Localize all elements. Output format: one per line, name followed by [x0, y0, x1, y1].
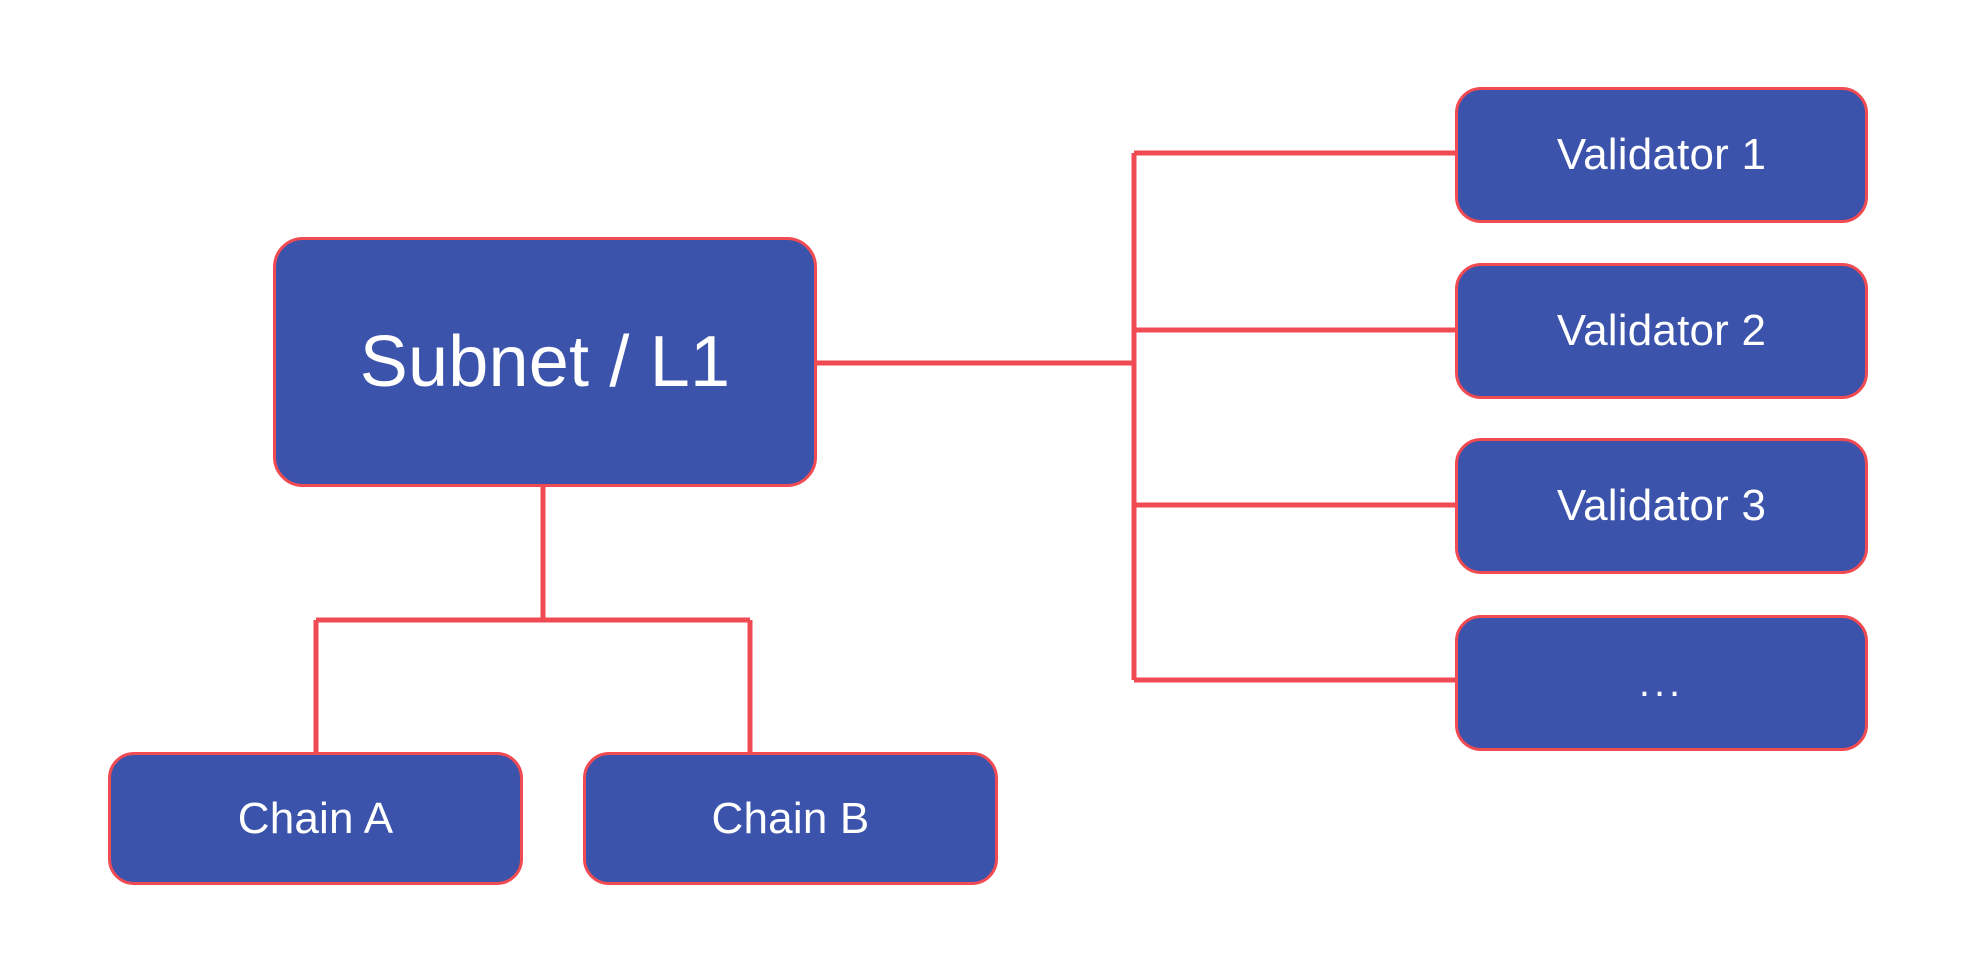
- node-validator-1-label: Validator 1: [1556, 130, 1767, 179]
- node-subnet-l1[interactable]: Subnet / L1: [273, 237, 817, 487]
- node-chain-a[interactable]: Chain A: [108, 752, 523, 885]
- node-validator-3-label: Validator 3: [1556, 481, 1767, 530]
- node-chain-a-label: Chain A: [237, 793, 394, 843]
- node-validator-2[interactable]: Validator 2: [1455, 263, 1868, 399]
- node-subnet-l1-label: Subnet / L1: [359, 322, 731, 402]
- node-validator-more-label: ...: [1638, 661, 1685, 705]
- node-validator-more[interactable]: ...: [1455, 615, 1868, 751]
- node-chain-b-label: Chain B: [711, 793, 870, 843]
- node-validator-1[interactable]: Validator 1: [1455, 87, 1868, 223]
- node-validator-3[interactable]: Validator 3: [1455, 438, 1868, 574]
- edge-group-chains: [313, 487, 753, 752]
- node-validator-2-label: Validator 2: [1556, 306, 1767, 355]
- edge-group-validators: [817, 150, 1455, 683]
- node-chain-b[interactable]: Chain B: [583, 752, 998, 885]
